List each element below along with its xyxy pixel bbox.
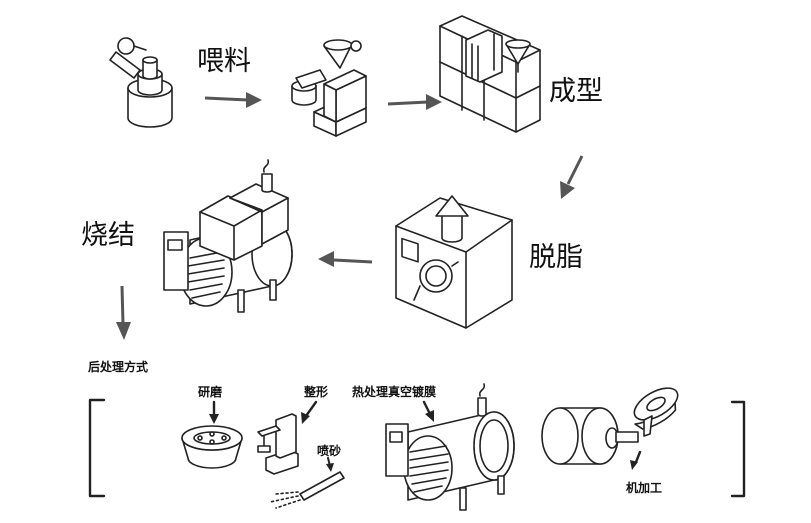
shaping-press-icon — [257, 413, 299, 475]
sintering-furnace-icon — [163, 159, 293, 313]
injection-molding-machine-icon — [291, 39, 367, 137]
arrow-sinter-to-post — [116, 285, 131, 340]
post-label-grinding: 研磨 — [198, 385, 223, 399]
arrow-debind-to-sinter — [318, 251, 373, 267]
post-label-sandblasting: 喷砂 — [317, 444, 342, 458]
arrow-inject-to-form — [387, 94, 442, 110]
bracket-right — [730, 400, 746, 498]
step-label-debinding: 脱脂 — [529, 242, 583, 273]
post-label-machining: 机加工 — [626, 481, 663, 495]
vacuum-furnace-icon — [385, 383, 515, 511]
post-label-heat-treatment: 热处理真空镀膜 — [352, 385, 437, 399]
arrow-form-to-debind — [560, 155, 584, 199]
grinding-bowl-icon — [181, 425, 243, 469]
step-label-sintering: 烧结 — [81, 220, 135, 251]
bracket-left — [88, 398, 106, 498]
forming-machine-icon — [439, 15, 541, 133]
step-label-forming: 成型 — [549, 76, 603, 107]
feeder-icon — [109, 37, 173, 128]
post-label-shaping: 整形 — [304, 385, 329, 399]
lathe-icon — [541, 387, 679, 465]
sandblast-nozzle-icon — [269, 471, 345, 509]
step-label-feeding: 喂料 — [197, 46, 251, 77]
debinding-furnace-icon — [395, 195, 513, 329]
post-processing-heading: 后处理方式 — [88, 360, 149, 374]
arrow-shaping — [301, 400, 318, 424]
arrow-sandblasting — [326, 457, 334, 472]
arrow-grinding — [209, 400, 219, 424]
arrow-machining — [630, 450, 642, 470]
arrow-vacuum — [422, 400, 434, 422]
arrow-feed-to-inject — [204, 92, 262, 108]
